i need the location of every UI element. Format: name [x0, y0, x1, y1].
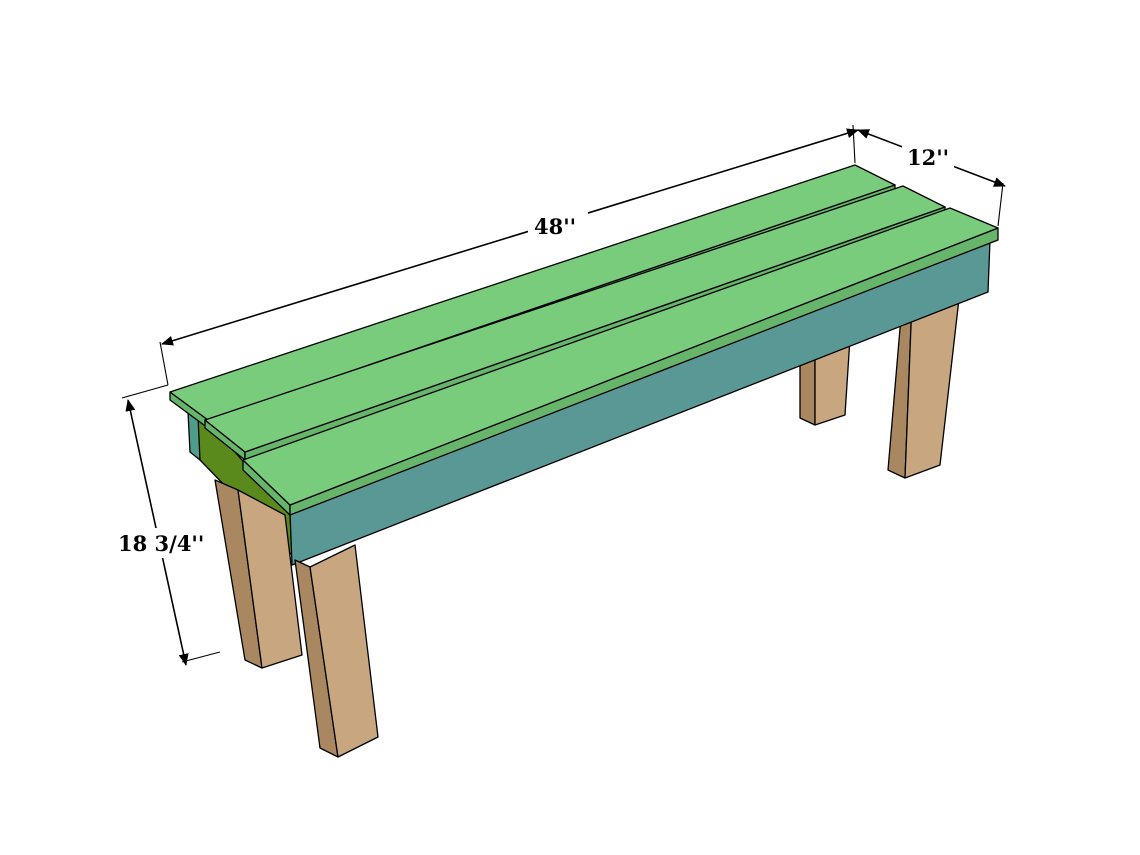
height-dimension: 18 3/4'': [112, 384, 221, 666]
length-dimension-line: [161, 128, 859, 346]
height-label: 18 3/4'': [118, 531, 204, 556]
back-right-leg: [887, 289, 961, 479]
width-label: 12'': [907, 145, 949, 170]
length-dimension: 48'': [159, 124, 859, 386]
front-right-leg: [294, 544, 379, 758]
length-label: 48'': [534, 214, 576, 239]
width-dimension: 12'': [857, 129, 1006, 227]
front-left-leg: [214, 479, 303, 669]
